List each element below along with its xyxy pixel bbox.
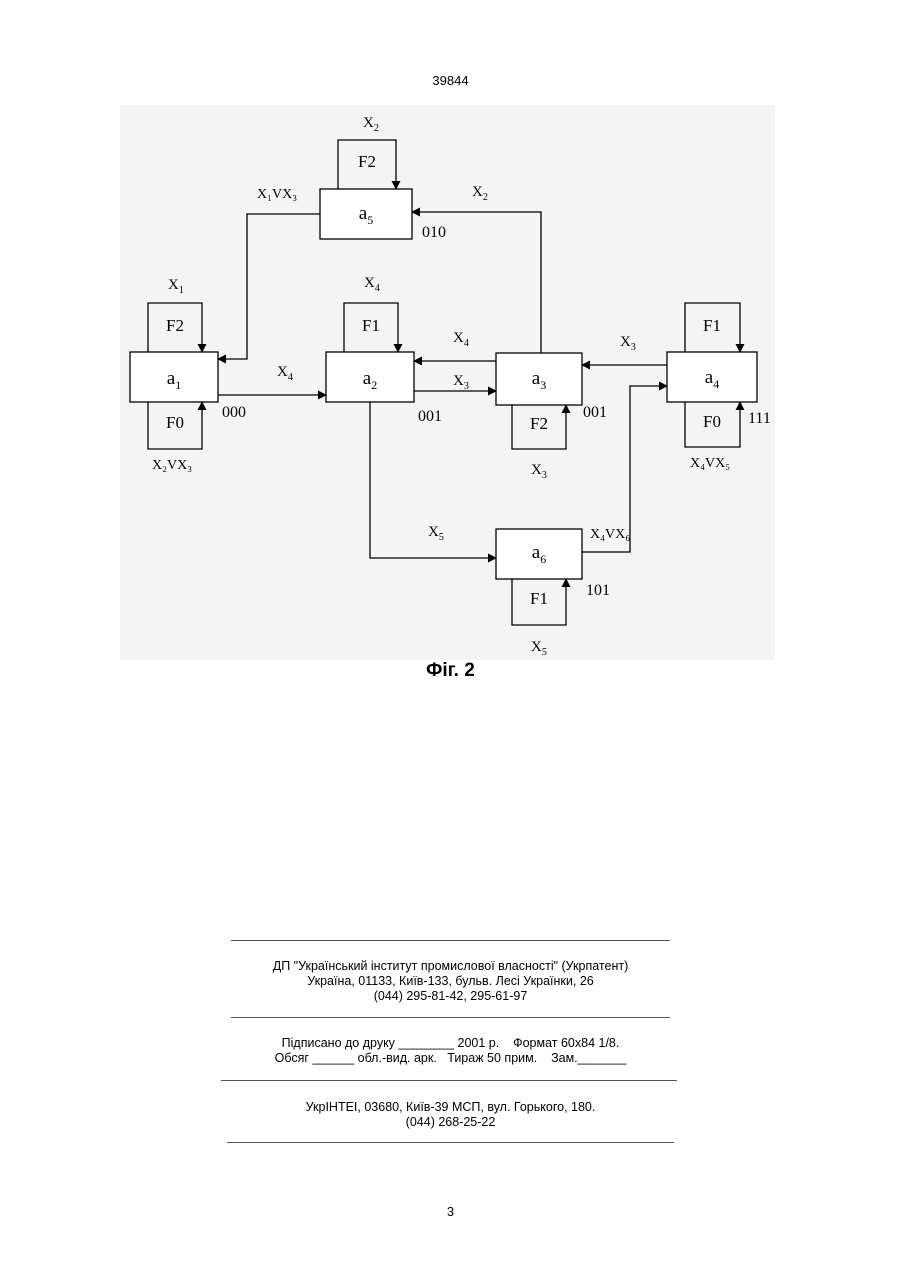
- label-part: 3: [631, 342, 636, 353]
- cond-a6-bottom: X5: [531, 639, 547, 658]
- rule-4: [227, 1142, 674, 1143]
- func-a2-top: F1: [362, 316, 380, 335]
- edge-label-a3-a5: X2: [472, 184, 488, 203]
- func-a4-top: F1: [703, 316, 721, 335]
- label-part: X: [453, 330, 464, 346]
- cond-a5-top: X2: [363, 115, 379, 134]
- func-a1-top: F2: [166, 316, 184, 335]
- rule-3: [221, 1080, 677, 1081]
- label-part: X: [453, 373, 464, 389]
- label-part: X: [620, 334, 631, 350]
- label-part: X: [531, 462, 542, 478]
- func-a5-top: F2: [358, 152, 376, 171]
- label-part: 3: [464, 381, 469, 392]
- edge-label-a2-a3: X3: [453, 373, 469, 392]
- rule-1: [231, 940, 670, 941]
- cond-a1-bottom: X₂VX₃: [152, 458, 192, 473]
- func-a3-bottom: F2: [530, 414, 548, 433]
- label-part: X: [428, 524, 439, 540]
- label-part: X: [364, 275, 375, 291]
- func-a6-bottom: F1: [530, 589, 548, 608]
- document-number: 39844: [0, 73, 901, 88]
- state-code-a3: 001: [583, 404, 607, 421]
- label-part: 5: [367, 213, 373, 227]
- edge-label-a4-a3: X3: [620, 334, 636, 353]
- publisher-line: ДП "Український інститут промислової вла…: [0, 959, 901, 974]
- label-part: 4: [713, 377, 719, 391]
- label-part: 3: [542, 470, 547, 481]
- label-part: 4: [288, 372, 293, 383]
- edge-a5-a1: [218, 214, 320, 359]
- label-part: 6: [540, 552, 546, 566]
- cond-a4-bottom: X₄VX₅: [690, 456, 730, 471]
- edge-label-a3-a2: X4: [453, 330, 469, 349]
- edge-label-a1-a2: X4: [277, 364, 293, 383]
- label-part: 2: [371, 378, 377, 392]
- label-part: X: [472, 184, 483, 200]
- printer-line: УкрІНТЕІ, 03680, Київ-39 МСП, вул. Горьк…: [0, 1100, 901, 1115]
- rule-2: [231, 1017, 670, 1018]
- publisher-line: (044) 295-81-42, 295-61-97: [0, 989, 901, 1004]
- state-code-a4: 111: [748, 410, 771, 427]
- label-part: 2: [483, 192, 488, 203]
- edge-label-a2-a6: X5: [428, 524, 444, 543]
- label-part: X: [168, 277, 179, 293]
- func-a4-bottom: F0: [703, 412, 721, 431]
- cond-a2-top: X4: [364, 275, 380, 294]
- edge-label-a6-a4: X₄VX₆: [590, 527, 630, 542]
- cond-a3-bottom: X3: [531, 462, 547, 481]
- state-code-a2: 001: [418, 408, 442, 425]
- label-part: X: [363, 115, 374, 131]
- state-code-a5: 010: [422, 224, 446, 241]
- label-part: 5: [439, 532, 444, 543]
- print-info-block: Підписано до друку ________ 2001 р. Форм…: [0, 1036, 901, 1066]
- state-code-a1: 000: [222, 404, 246, 421]
- cond-a1-top: X1: [168, 277, 184, 296]
- label-part: 4: [464, 338, 469, 349]
- edge-label-a5-a1: X₁VX₃: [257, 187, 297, 202]
- printer-line: (044) 268-25-22: [0, 1115, 901, 1130]
- label-part: 2: [374, 123, 379, 134]
- printer-block: УкрІНТЕІ, 03680, Київ-39 МСП, вул. Горьк…: [0, 1100, 901, 1130]
- label-part: 1: [175, 378, 181, 392]
- state-diagram: F2 F2 F0 F1 F2 F1 F0 F1 a1 a2 a3 a4 a5 a…: [120, 105, 775, 660]
- publisher-line: Україна, 01133, Київ-133, бульв. Лесі Ук…: [0, 974, 901, 989]
- label-part: X: [277, 364, 288, 380]
- label-part: 1: [179, 285, 184, 296]
- publisher-block: ДП "Український інститут промислової вла…: [0, 959, 901, 1004]
- func-a1-bottom: F0: [166, 413, 184, 432]
- state-code-a6: 101: [586, 582, 610, 599]
- print-info-line: Підписано до друку ________ 2001 р. Форм…: [0, 1036, 901, 1051]
- label-part: 5: [542, 647, 547, 658]
- label-part: X: [531, 639, 542, 655]
- print-info-line: Обсяг ______ обл.-вид. арк. Тираж 50 при…: [0, 1051, 901, 1066]
- figure-caption: Фіг. 2: [0, 660, 901, 682]
- label-part: 4: [375, 283, 380, 294]
- page-number: 3: [0, 1204, 901, 1219]
- label-part: 3: [540, 378, 546, 392]
